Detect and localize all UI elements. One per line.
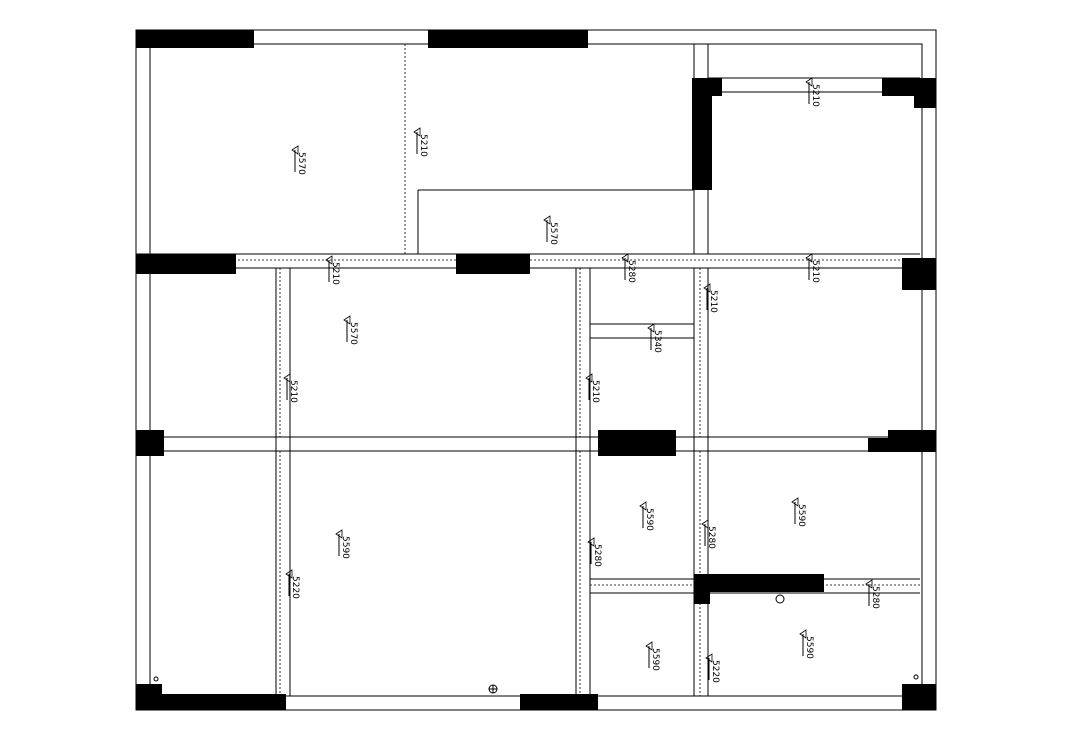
label-room-bs-text: 5590: [650, 648, 660, 671]
label-beam-m1: 5280: [621, 253, 636, 283]
point-icon-right: [913, 674, 919, 680]
label-beam-r2: 5280: [865, 579, 880, 609]
label-beam-r2-text: 5280: [870, 586, 880, 609]
label-room-br-text: 5590: [796, 504, 806, 527]
label-beam-r1-text: 5210: [810, 260, 820, 283]
label-room-bs: 5590: [645, 641, 660, 671]
label-room-br2: 5590: [799, 629, 814, 659]
label-beam-v2-text: 5210: [288, 380, 298, 403]
label-room-bl: 5590: [335, 529, 350, 559]
vertical-walls: [275, 44, 709, 696]
label-beam-v4: 5220: [285, 569, 300, 599]
circle-icon: [775, 594, 785, 604]
label-room-tr-text: 5210: [810, 84, 820, 107]
label-beam-v6-text: 5280: [706, 526, 716, 549]
label-room-mid-text: 5570: [548, 222, 558, 245]
label-beam-tl: 5210: [413, 127, 428, 157]
label-room-bl-text: 5590: [340, 536, 350, 559]
label-room-mid: 5570: [543, 215, 558, 245]
label-room-tl: 5570: [291, 145, 306, 175]
columns: [136, 30, 936, 710]
inner-wall: [149, 43, 923, 697]
label-beam-v1-text: 5210: [708, 290, 718, 313]
label-room-l: 5570: [343, 315, 358, 345]
label-beam-r1: 5210: [805, 253, 820, 283]
label-room-small: 5340: [647, 323, 662, 353]
label-beam-v6: 5280: [701, 519, 716, 549]
label-beam-m1-text: 5280: [626, 260, 636, 283]
label-beam-v3-text: 5210: [590, 380, 600, 403]
label-room-br2-text: 5590: [804, 636, 814, 659]
label-beam-v2: 5210: [283, 373, 298, 403]
symbols: [153, 594, 919, 694]
label-beam-v4-text: 5220: [290, 576, 300, 599]
label-room-tl-text: 5570: [296, 152, 306, 175]
label-beam-v7-text: 5220: [710, 660, 720, 683]
label-room-br: 5590: [791, 497, 806, 527]
label-room-bm: 5590: [639, 501, 654, 531]
label-beam-l1: 5210: [325, 255, 340, 285]
point-icon-left: [153, 676, 159, 682]
label-room-small-text: 5340: [652, 330, 662, 353]
label-room-tr: 5210: [805, 77, 820, 107]
label-beam-v5: 5280: [587, 537, 602, 567]
outer-wall: [135, 29, 937, 711]
label-beam-v3: 5210: [585, 373, 600, 403]
elevation-labels: 5570 5210 5210 5570 5210 5280 5210 5210 5570 5340…: [283, 77, 880, 683]
beam-lines: [150, 44, 920, 696]
label-beam-v1: 5210: [703, 283, 718, 313]
label-beam-v7: 5220: [705, 653, 720, 683]
label-beam-v5-text: 5280: [592, 544, 602, 567]
label-room-bm-text: 5590: [644, 508, 654, 531]
label-beam-l1-text: 5210: [330, 262, 340, 285]
label-beam-tl-text: 5210: [418, 134, 428, 157]
label-room-l-text: 5570: [348, 322, 358, 345]
